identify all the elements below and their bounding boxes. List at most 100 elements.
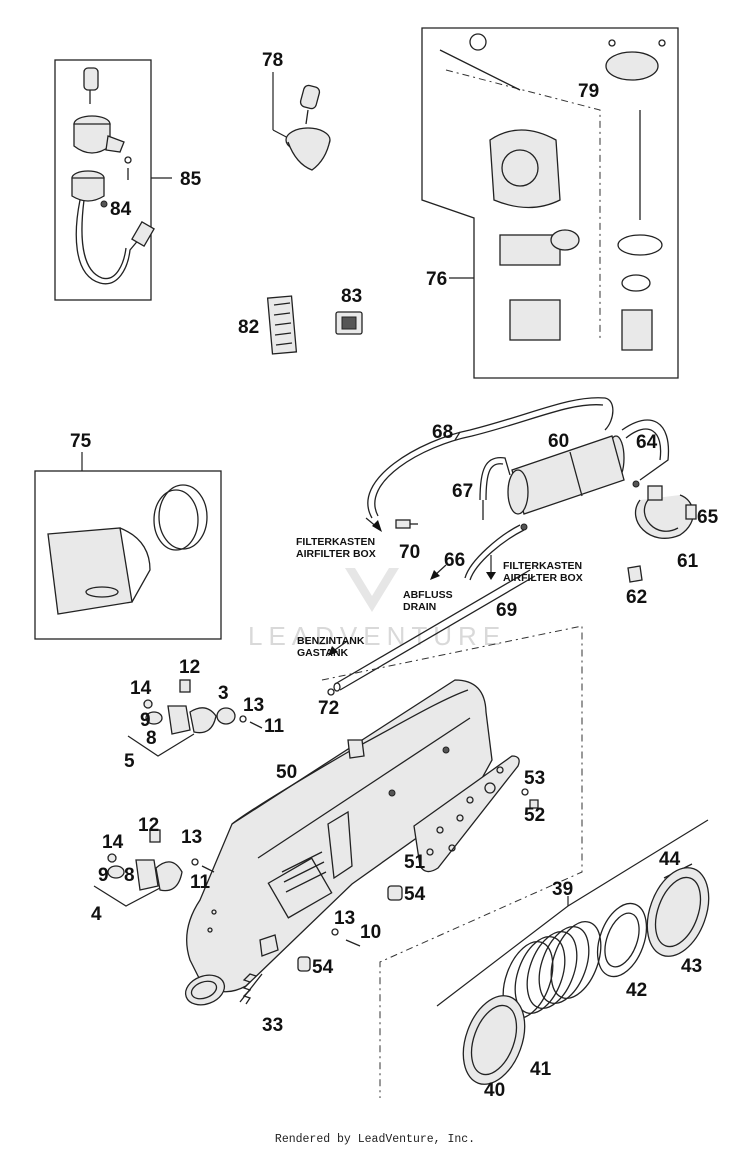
callout-70: 70 [399, 542, 420, 563]
callout-42: 42 [626, 980, 647, 1001]
callout-9-lower: 9 [98, 865, 109, 886]
callout-44: 44 [659, 849, 681, 870]
part-82 [266, 295, 298, 355]
grommet-54a [387, 885, 403, 901]
headlight-group [34, 452, 222, 640]
fitting-70 [395, 519, 411, 529]
part-3 [216, 707, 236, 725]
callout-12-lower: 12 [138, 815, 159, 836]
callout-66: 66 [444, 550, 465, 571]
key-part [83, 67, 99, 91]
callout-54-upper: 54 [404, 884, 426, 905]
callout-61: 61 [677, 551, 699, 572]
note-gastank: GASTANK [297, 647, 349, 659]
note-airfilter-box-2: AIRFILTER BOX [503, 572, 583, 584]
carb-body [489, 129, 561, 209]
callout-8-lower: 8 [124, 865, 135, 886]
callout-33: 33 [262, 1015, 283, 1036]
callout-53: 53 [524, 768, 545, 789]
headlight-lens [158, 484, 208, 550]
callout-8-upper: 8 [146, 728, 157, 749]
callout-65: 65 [697, 507, 719, 528]
carb-float [509, 299, 561, 341]
callout-69: 69 [496, 600, 517, 621]
mount-lower-group [93, 829, 215, 907]
callout-5: 5 [124, 751, 135, 772]
ring-42 [596, 902, 648, 978]
callout-50: 50 [276, 762, 297, 783]
callout-85: 85 [180, 169, 202, 190]
callout-75: 75 [70, 431, 92, 452]
ignition-switch-group [54, 59, 172, 301]
packing-group [436, 819, 710, 1085]
callout-64: 64 [636, 432, 658, 453]
mount-upper-group [127, 679, 263, 757]
note-abfluss: ABFLUSS [403, 589, 453, 601]
footer-credit: Rendered by LeadVenture, Inc. [274, 1133, 476, 1146]
callout-10: 10 [360, 922, 381, 943]
grommet-54b [297, 956, 311, 972]
callout-11-upper: 11 [264, 716, 285, 737]
callout-83: 83 [341, 286, 362, 307]
callout-72: 72 [318, 698, 339, 719]
clip-62 [627, 565, 643, 583]
callout-84: 84 [110, 199, 132, 220]
callout-43: 43 [681, 956, 702, 977]
screw-52 [529, 799, 539, 809]
ring-40 [462, 995, 526, 1085]
callout-11-lower: 11 [190, 872, 211, 893]
key-cap-group [272, 72, 331, 171]
callout-67: 67 [452, 481, 473, 502]
callout-54-lower: 54 [312, 957, 334, 978]
headlight-frame [34, 470, 222, 640]
callout-76: 76 [426, 269, 447, 290]
headlight-housing [47, 527, 133, 615]
callout-40: 40 [484, 1080, 505, 1101]
callout-12-upper: 12 [179, 657, 200, 678]
callout-14-lower: 14 [102, 832, 124, 853]
note-airfilter-box-1: AIRFILTER BOX [296, 548, 376, 560]
ring-43 [646, 867, 710, 957]
callout-51: 51 [404, 852, 426, 873]
carburetor-group [421, 27, 679, 379]
washer-53 [521, 788, 529, 796]
callout-13-lower-mid: 13 [334, 908, 355, 929]
callout-82: 82 [238, 317, 259, 338]
callout-60: 60 [548, 431, 569, 452]
callout-13-upper: 13 [243, 695, 264, 716]
hose-68 [367, 397, 614, 519]
callout-3: 3 [218, 683, 229, 704]
callout-79: 79 [578, 81, 599, 102]
leadventure-watermark: LEADVENTURE [248, 568, 506, 651]
callout-62: 62 [626, 587, 647, 608]
clamp-72 [327, 688, 335, 696]
flow-arrows [328, 517, 496, 656]
callout-52: 52 [524, 805, 545, 826]
note-benzintank: BENZINTANK [297, 635, 365, 647]
silencer-group [184, 625, 583, 1098]
watermark-text: LEADVENTURE [248, 621, 506, 651]
filter-parts-group [266, 295, 363, 355]
note-filterkasten-1: FILTERKASTEN [296, 536, 375, 548]
callout-78: 78 [262, 50, 283, 71]
packing-41 [550, 921, 602, 999]
hose-69 [334, 569, 531, 685]
note-filterkasten-2: FILTERKASTEN [503, 560, 582, 572]
callout-9-upper: 9 [140, 710, 151, 731]
ignition-frame [54, 59, 152, 301]
washer-13c [331, 928, 339, 936]
heat-shield-51 [413, 755, 520, 873]
callout-41: 41 [530, 1059, 552, 1080]
spring-33 [239, 973, 263, 1003]
callout-14-upper: 14 [130, 678, 152, 699]
callout-39: 39 [552, 879, 573, 900]
callout-4: 4 [91, 904, 102, 925]
note-drain: DRAIN [403, 601, 436, 613]
callout-68: 68 [432, 422, 453, 443]
bolt-10 [345, 939, 361, 947]
fuel-system-group [327, 397, 697, 696]
carb-cap-79 [605, 51, 659, 81]
carburetor-frame [421, 27, 679, 379]
callout-13-lower: 13 [181, 827, 202, 848]
